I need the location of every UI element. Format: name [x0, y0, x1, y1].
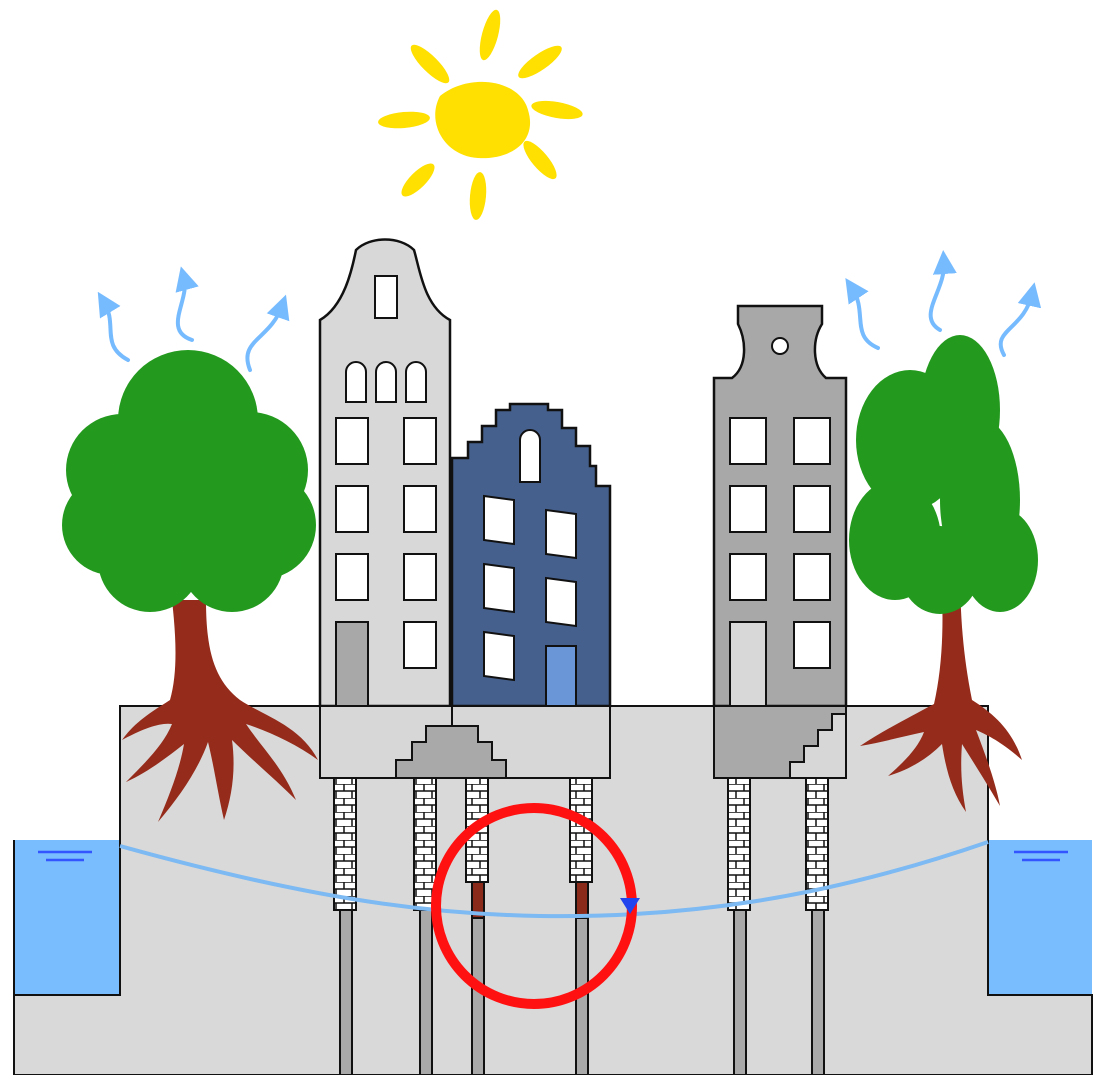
door — [335, 621, 369, 707]
tree-right — [849, 335, 1038, 812]
house-light — [318, 238, 452, 708]
tree-left — [62, 350, 318, 822]
pile — [805, 777, 829, 1075]
house-grey — [712, 304, 848, 708]
wavy-arrow-icon — [845, 278, 880, 350]
wavy-arrow-icon — [998, 282, 1042, 357]
pile — [333, 777, 357, 1075]
water-level-marker-icon — [38, 850, 92, 862]
groundwater-level-line — [119, 840, 989, 919]
foundation-left — [319, 705, 611, 779]
wavy-arrow-icon — [928, 250, 957, 332]
sun-icon — [378, 9, 583, 220]
canal-right — [987, 706, 1092, 996]
wavy-arrow-icon — [97, 291, 130, 362]
arched-windows — [345, 361, 427, 403]
door — [729, 621, 767, 707]
down-triangle-arrow-icon — [620, 898, 640, 914]
tree-right-trunk-roots — [860, 560, 1022, 812]
canal-left — [13, 706, 121, 996]
pile — [727, 777, 751, 1075]
wavy-arrow-icon — [245, 294, 290, 372]
highlight-circle — [431, 803, 640, 1009]
door — [545, 645, 577, 707]
water-level-marker-icon — [1014, 850, 1068, 862]
evaporation-arrows-left — [97, 266, 290, 372]
wavy-arrow-icon — [175, 266, 199, 342]
evaporation-arrows-right — [845, 250, 1042, 357]
tree-left-trunk-roots — [122, 600, 318, 822]
foundation-right — [713, 705, 847, 779]
house-blue — [450, 402, 612, 708]
